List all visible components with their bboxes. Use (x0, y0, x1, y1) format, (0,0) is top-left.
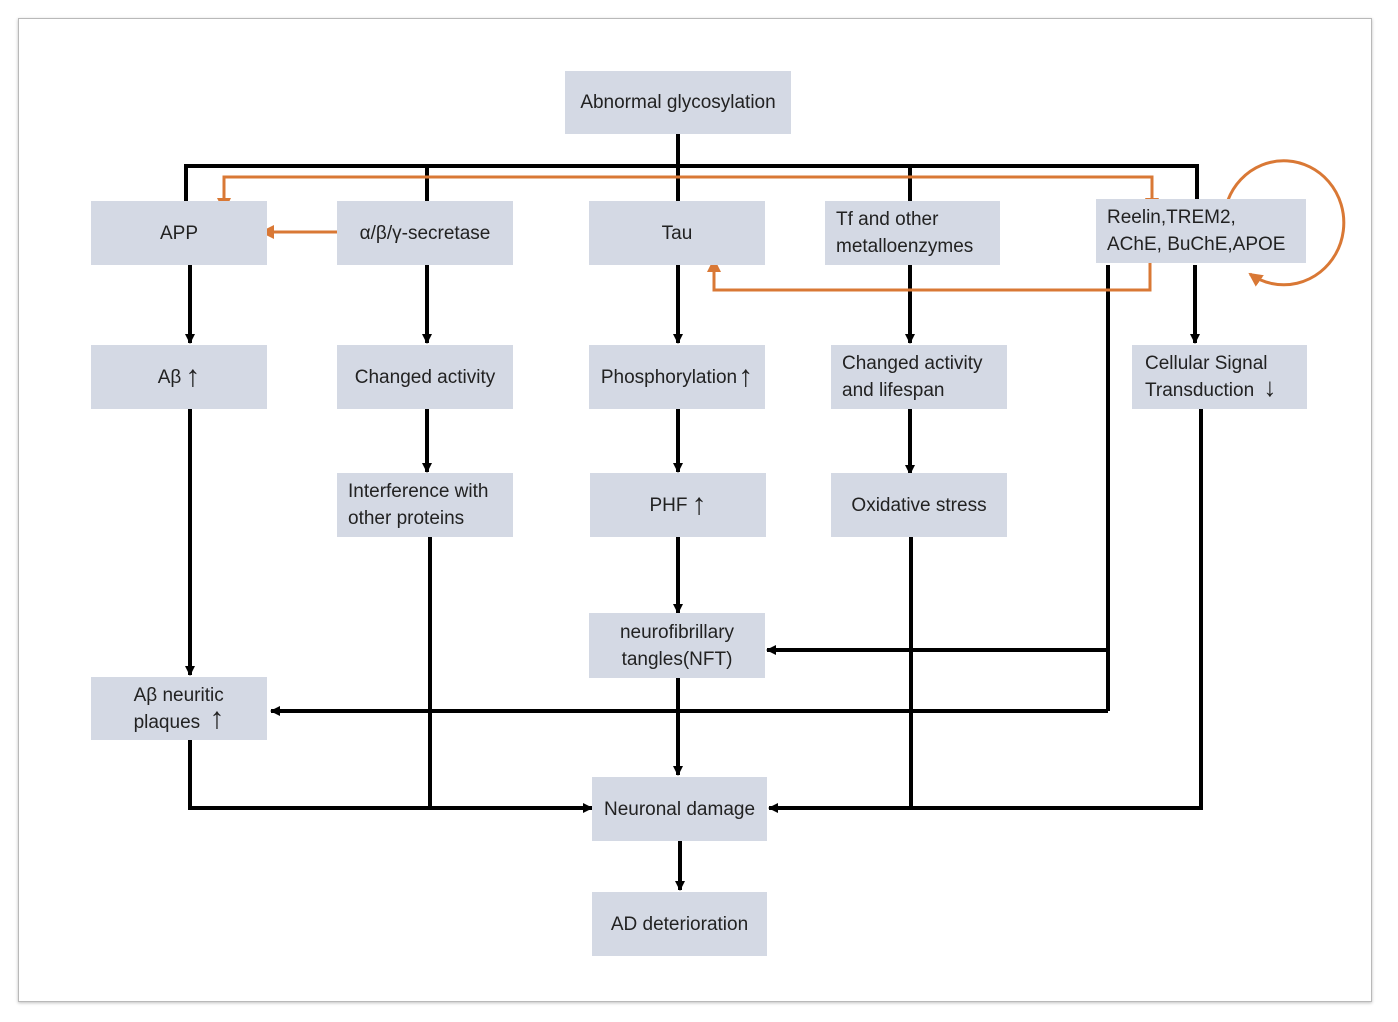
node-tf-line1: Tf and other (836, 209, 939, 230)
node-changed-activity: Changed activity (337, 345, 513, 409)
node-oxidative-label: Oxidative stress (851, 494, 987, 516)
node-interference: Interference with other proteins (337, 473, 513, 537)
node-phf-label: PHF (649, 494, 688, 516)
up-arrow-icon: ↑ (185, 360, 201, 393)
node-changed-lifespan-line1: Changed activity (842, 353, 983, 374)
node-neuronal-label: Neuronal damage (603, 798, 756, 820)
up-arrow-icon: ↑ (691, 488, 707, 521)
node-tf-metalloenzymes: Tf and other metalloenzymes (825, 201, 1000, 265)
node-plaques-line2: plaques (133, 711, 201, 733)
node-app: APP (91, 201, 267, 265)
node-reelin: Reelin,TREM2, AChE, BuChE,APOE (1096, 199, 1306, 263)
node-changed-lifespan-line2: and lifespan (842, 380, 945, 401)
node-nft: neurofibrillary tangles(NFT) (589, 613, 765, 678)
top-bus-line (184, 164, 1199, 201)
node-abeta-label: Aβ (157, 366, 182, 388)
up-arrow-icon: ↑ (209, 701, 225, 735)
cellular-to-neuronal-arrow (768, 409, 1203, 813)
node-secretase: α/β/γ-secretase (337, 201, 513, 265)
feedback-top-arrow (217, 175, 1159, 212)
node-phf: PHF ↑ (590, 473, 766, 537)
node-interference-line1: Interference with (348, 481, 489, 502)
node-abnormal-glycosylation-label: Abnormal glycosylation (580, 92, 776, 113)
node-tau: Tau (589, 201, 765, 265)
node-cellular-signal: Cellular Signal Transduction ↓ (1132, 345, 1307, 409)
node-phosphorylation: Phosphorylation ↑ (589, 345, 765, 409)
node-app-label: APP (159, 222, 199, 244)
node-cellular-line2: Transduction (1145, 380, 1255, 401)
node-secretase-label: α/β/γ-secretase (359, 222, 491, 244)
down-arrow-icon: ↓ (1263, 372, 1277, 402)
plaques-to-neuronal-arrow (188, 740, 593, 813)
node-tf-line2: metalloenzymes (836, 236, 974, 257)
node-tau-label: Tau (661, 222, 693, 244)
node-plaques-line1: Aβ neuritic (133, 684, 224, 706)
node-phosphorylation-label: Phosphorylation (600, 366, 738, 388)
node-neuritic-plaques: Aβ neuritic plaques ↑ (91, 677, 267, 740)
up-arrow-icon: ↑ (738, 360, 754, 393)
node-interference-line2: other proteins (348, 508, 465, 529)
reelin-to-tau-arrow (707, 258, 1152, 292)
node-nft-line1: neurofibrillary (619, 621, 735, 643)
node-reelin-line1: Reelin,TREM2, (1107, 207, 1236, 228)
node-neuronal-damage: Neuronal damage (592, 777, 767, 841)
node-abeta: Aβ ↑ (91, 345, 267, 409)
node-nft-line2: tangles(NFT) (621, 648, 733, 670)
node-changed-activity-label: Changed activity (354, 366, 496, 388)
node-oxidative-stress: Oxidative stress (831, 473, 1007, 537)
node-abnormal-glycosylation: Abnormal glycosylation (565, 71, 791, 134)
node-cellular-line1: Cellular Signal (1145, 353, 1268, 374)
node-changed-lifespan: Changed activity and lifespan (831, 345, 1007, 409)
node-ad-deterioration: AD deterioration (592, 892, 767, 956)
node-reelin-line2: AChE, BuChE,APOE (1107, 234, 1286, 255)
node-ad-label: AD deterioration (610, 913, 749, 935)
reelin-self-loop-arrow (1226, 159, 1346, 287)
